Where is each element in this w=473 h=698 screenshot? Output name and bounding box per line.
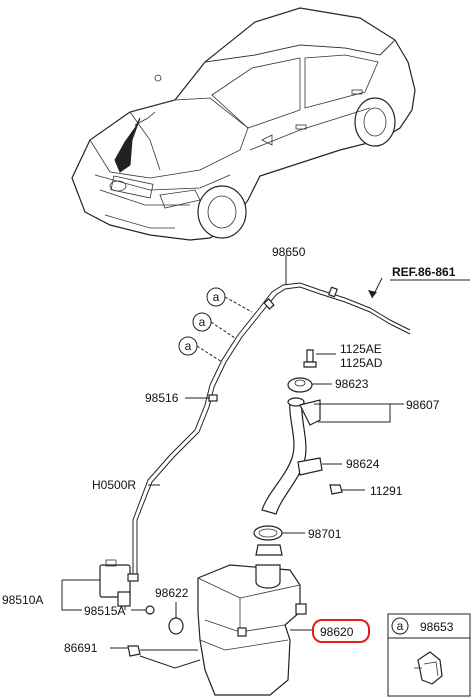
inset-callout-a: a (397, 619, 404, 633)
label-h0500r: H0500R (92, 478, 136, 492)
washer-hose-assembly (132, 255, 411, 580)
label-98607: 98607 (406, 398, 440, 412)
filler-cap (287, 377, 313, 393)
label-1125ae: 1125AE (340, 342, 382, 356)
pump-assembly (61, 559, 201, 669)
label-ref: REF.86-861 (392, 265, 456, 279)
hose-clip (417, 651, 443, 685)
label-98516: 98516 (145, 391, 179, 405)
callout-a-3-text: a (185, 339, 192, 353)
label-98515a: 98515A (84, 604, 125, 618)
callout-a-1-text: a (213, 290, 220, 304)
label-11291: 11291 (370, 484, 403, 498)
label-98620: 98620 (320, 625, 354, 639)
label-1125ad: 1125AD (340, 356, 383, 370)
neck-seal (253, 525, 283, 541)
car-illustration (71, 7, 416, 241)
label-98622: 98622 (155, 586, 189, 600)
washer-reservoir (197, 564, 312, 696)
pump-grommet (168, 617, 184, 635)
label-98510a: 98510A (2, 593, 43, 607)
label-86691: 86691 (64, 641, 98, 655)
callout-a-2-text: a (199, 315, 206, 329)
filler-neck-assembly (253, 349, 404, 556)
part-labels: 98650 REF.86-861 1125AE 1125AD 98623 986… (2, 245, 470, 655)
highlight-98620 (312, 619, 370, 643)
inset-clip-box: a 98653 (387, 613, 471, 697)
label-98623: 98623 (335, 377, 369, 391)
label-98701: 98701 (308, 527, 342, 541)
label-98650: 98650 (272, 245, 306, 259)
label-98624: 98624 (346, 457, 380, 471)
label-98653: 98653 (420, 620, 454, 634)
